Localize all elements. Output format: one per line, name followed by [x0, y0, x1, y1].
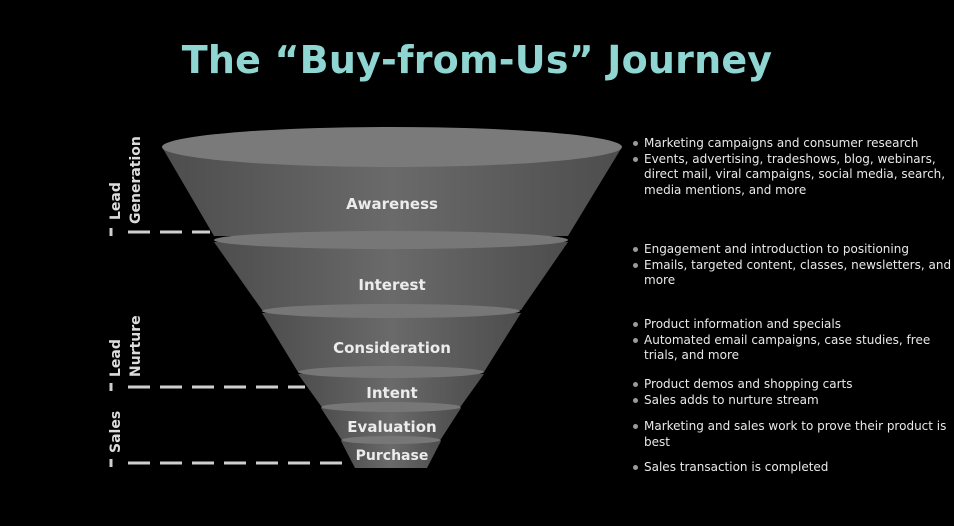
- bracket-lead-generation: Lead Generation: [108, 136, 210, 236]
- notes-awareness: Marketing campaigns and consumer researc…: [632, 136, 952, 198]
- funnel-stage-evaluation: Evaluation: [321, 402, 461, 439]
- side-label-sales: Sales: [108, 411, 124, 453]
- note-item: Marketing and sales work to prove their …: [632, 419, 952, 450]
- bracket-lead-nurture: Lead Nurture: [108, 315, 305, 391]
- stage-label-interest: Interest: [358, 276, 425, 294]
- note-item: Product information and specials: [632, 317, 952, 333]
- stage-label-consideration: Consideration: [333, 339, 451, 357]
- notes-intent: Product demos and shopping carts Sales a…: [632, 377, 952, 408]
- funnel-stage-intent: Intent: [298, 366, 484, 406]
- side-label-generation: Generation: [128, 136, 144, 224]
- note-item: Sales transaction is completed: [632, 460, 952, 476]
- stage-label-purchase: Purchase: [356, 448, 429, 464]
- note-item: Events, advertising, tradeshows, blog, w…: [632, 152, 952, 199]
- note-item: Marketing campaigns and consumer researc…: [632, 136, 952, 152]
- notes-evaluation: Marketing and sales work to prove their …: [632, 419, 952, 450]
- page-title: The “Buy-from-Us” Journey: [181, 38, 773, 82]
- note-item: Automated email campaigns, case studies,…: [632, 333, 952, 364]
- funnel-stage-awareness: Awareness: [162, 127, 622, 236]
- notes-interest: Engagement and introduction to positioni…: [632, 242, 952, 289]
- stage-label-intent: Intent: [366, 384, 417, 402]
- funnel-stage-consideration: Consideration: [262, 304, 521, 372]
- note-item: Sales adds to nurture stream: [632, 393, 952, 409]
- stage-label-awareness: Awareness: [346, 195, 438, 213]
- note-item: Product demos and shopping carts: [632, 377, 952, 393]
- bracket-sales: Sales: [108, 411, 350, 467]
- funnel-stage-purchase: Purchase: [341, 436, 441, 468]
- note-item: Engagement and introduction to positioni…: [632, 242, 952, 258]
- side-label-lead-2: Lead: [108, 339, 124, 377]
- side-label-nurture: Nurture: [128, 315, 144, 377]
- notes-consideration: Product information and specials Automat…: [632, 317, 952, 364]
- stage-label-evaluation: Evaluation: [347, 418, 436, 436]
- note-item: Emails, targeted content, classes, newsl…: [632, 258, 952, 289]
- funnel-stage-interest: Interest: [214, 231, 568, 310]
- notes-purchase: Sales transaction is completed: [632, 460, 952, 476]
- side-label-lead: Lead: [108, 182, 124, 220]
